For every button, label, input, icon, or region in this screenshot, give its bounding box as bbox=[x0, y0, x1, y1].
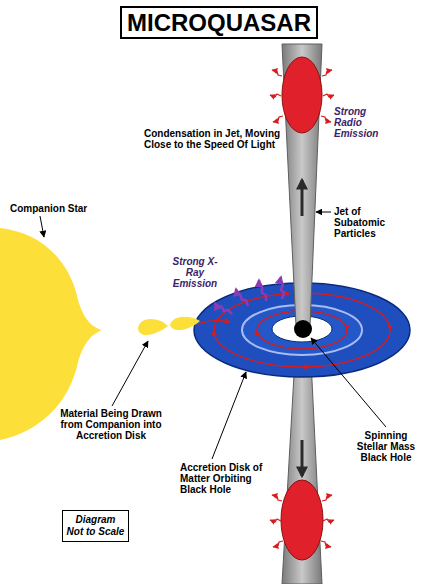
radio-arrow bbox=[272, 70, 282, 76]
note-text: Diagram Not to Scale bbox=[66, 514, 125, 538]
radio-arrow bbox=[273, 116, 283, 122]
callout-label: Spinning Stellar Mass Black Hole bbox=[350, 430, 422, 463]
xray-emission-arrows bbox=[215, 277, 284, 314]
callout-label: Companion Star bbox=[10, 203, 120, 214]
callout-label: Jet of Subatomic Particles bbox=[334, 206, 394, 239]
jet-direction-arrow bbox=[301, 440, 304, 476]
xray-arrow bbox=[259, 280, 266, 301]
leader-arrow bbox=[112, 341, 148, 406]
jet-condensation bbox=[282, 57, 322, 133]
gas-stream-blob bbox=[138, 319, 168, 335]
leader-arrow bbox=[212, 372, 246, 459]
radio-arrow bbox=[321, 541, 331, 547]
black-hole bbox=[294, 320, 312, 338]
note-box: Diagram Not to Scale bbox=[62, 510, 129, 542]
radio-arrow bbox=[323, 519, 334, 522]
xray-arrow bbox=[280, 277, 284, 299]
jet-condensation bbox=[281, 480, 323, 560]
callout-label: Condensation in Jet, Moving Close to the… bbox=[144, 128, 282, 150]
radio-arrow bbox=[273, 541, 283, 547]
callout-label: Accretion Disk of Matter Orbiting Black … bbox=[180, 462, 272, 495]
title-box: MICROQUASAR bbox=[120, 6, 318, 39]
radio-arrow bbox=[322, 495, 332, 501]
radio-arrow bbox=[272, 495, 282, 501]
radio-emission-arrows bbox=[270, 70, 334, 547]
gas-stream-blob bbox=[170, 317, 200, 330]
xray-arrow bbox=[215, 303, 232, 314]
orbit-arrow bbox=[214, 294, 290, 331]
callout-label: Material Being Drawn from Companion into… bbox=[52, 408, 170, 441]
radio-arrow bbox=[323, 94, 334, 97]
upper-jet bbox=[282, 44, 322, 326]
leader-arrow bbox=[311, 338, 386, 427]
title-text: MICROQUASAR bbox=[122, 8, 316, 37]
radio-arrow bbox=[270, 94, 281, 97]
radio-arrow bbox=[270, 519, 281, 522]
callout-label: Strong X-Ray Emission bbox=[166, 256, 224, 289]
xray-arrow bbox=[236, 289, 248, 306]
leader-arrow bbox=[40, 216, 44, 237]
jet-direction-arrow bbox=[301, 180, 304, 216]
infall-arrow bbox=[198, 320, 230, 324]
radio-arrow bbox=[321, 116, 331, 122]
callout-label: Strong Radio Emission bbox=[334, 106, 386, 139]
radio-arrow bbox=[322, 70, 332, 76]
leader-arrows bbox=[40, 212, 386, 459]
orbit-arrows bbox=[198, 293, 390, 367]
leader-arrow bbox=[316, 212, 331, 213]
